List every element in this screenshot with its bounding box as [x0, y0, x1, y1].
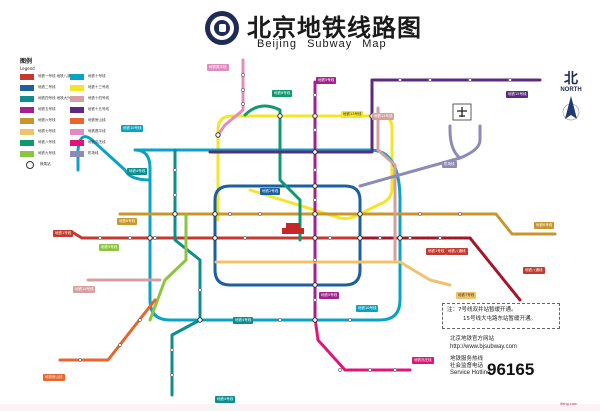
page-subtitle: Beijing Subway Map [257, 38, 387, 50]
footer-bar [0, 404, 600, 411]
legend-item: 地铁房山线 [70, 116, 106, 125]
line-badge: 地铁8号线 [272, 90, 293, 97]
notes-box: 注：7号线双井站暂缓开通。 15号线大屯路东站暂缓开通。 [442, 303, 560, 329]
line-badge: 地铁4号线 [233, 317, 254, 324]
line-badge: 机场线 [442, 161, 457, 168]
line-fangshan [58, 298, 157, 362]
line-badge: 地铁10号线 [356, 305, 379, 312]
north-compass: 北 NORTH [556, 72, 586, 125]
beijing-subway-logo-icon [205, 11, 239, 45]
legend-item: 地铁十三号线 [70, 83, 109, 92]
line-badge: 地铁2号线 [260, 188, 281, 195]
legend: 图例 Legend 地铁一号线 地铁八通线 地铁二号线 地铁四号线 地铁大兴线 … [20, 58, 110, 169]
hotline-info: 地铁服务热线 社会监督电话 Service Hotline [450, 356, 491, 376]
north-arrow-icon [562, 96, 580, 121]
line-badge: 地铁5号线 [319, 292, 340, 299]
legend-item: 地铁九号线 [20, 149, 56, 158]
line-badge: 地铁6号线 [117, 218, 138, 225]
line-7 [214, 260, 452, 287]
line-batong [358, 236, 522, 302]
line-8 [243, 104, 302, 242]
line-badge: 地铁房山线 [43, 374, 65, 381]
legend-item: 地铁八号线 [20, 138, 56, 147]
line-1 [70, 230, 362, 240]
legend-item: 地铁五号线 [20, 105, 56, 114]
line-13 [216, 114, 394, 222]
line-changping [216, 58, 245, 137]
legend-item-transfer: 换乘站 [26, 160, 51, 169]
line-badge: 地铁1号线 [426, 248, 447, 255]
line-4 [170, 148, 202, 397]
legend-item: 地铁四号线 地铁大兴线 [20, 94, 74, 103]
line-badge: 地铁14号线 [73, 286, 96, 293]
line-badge: 地铁八通线 [523, 267, 545, 274]
page-title: 北京地铁线路图 [247, 14, 422, 42]
legend-item: 地铁二号线 [20, 83, 56, 92]
legend-item: 地铁十号线 [70, 72, 106, 81]
line-badge: 地铁13号线 [341, 111, 364, 118]
map-header: 北京地铁线路图 Beijing Subway Map [205, 8, 421, 52]
website-info: 北京地铁官方网站 http://www.bjsubway.com [450, 336, 517, 351]
line-airport [358, 124, 482, 188]
line-badge: 地铁6号线 [534, 222, 555, 229]
legend-item: 地铁亦庄线 [70, 138, 106, 147]
line-badge: 地铁7号线 [456, 292, 477, 299]
legend-item: 地铁六号线 [20, 116, 56, 125]
legend-item: 地铁昌平线 [70, 127, 106, 136]
legend-title-en: Legend [20, 66, 35, 71]
line-badge: 地铁1号线 [53, 230, 74, 237]
line-badge: 地铁昌平线 [207, 64, 229, 71]
watermark: ifeng.com [560, 402, 578, 406]
line-9 [148, 213, 188, 322]
website-label: 北京地铁官方网站 [450, 336, 495, 342]
website-url: http://www.bjsubway.com [450, 344, 517, 350]
line-badge: 地铁亦庄线 [412, 357, 434, 364]
legend-item: 地铁一号线 地铁八通线 [20, 72, 74, 81]
line-badge: 地铁八通线 [446, 248, 468, 255]
line-badge: 地铁9号线 [99, 244, 120, 251]
note-line-1: 注：7号线双井站暂缓开通。 [447, 307, 517, 313]
line-15 [208, 78, 542, 154]
line-badge: 地铁4号线 [215, 396, 236, 403]
legend-item: 地铁七号线 [20, 127, 56, 136]
transfer-station-icon [26, 160, 34, 169]
line-badge: 地铁5号线 [316, 77, 337, 84]
line-badge: 地铁4号线 [127, 168, 148, 175]
legend-item: 地铁十四号线 [70, 94, 109, 103]
line-6 [118, 212, 557, 236]
line-2 [213, 184, 362, 287]
tiananmen-icon [282, 228, 304, 234]
legend-item: 机场线 [70, 149, 99, 158]
line-badge: 地铁10号线 [121, 125, 144, 132]
line-badge: 地铁14号线 [372, 113, 395, 120]
line-badge: 地铁15号线 [506, 91, 529, 98]
note-line-2: 15号线大屯路东站暂缓开通。 [463, 316, 536, 322]
legend-item: 地铁十五号线 [70, 105, 109, 114]
legend-title: 图例 [20, 58, 33, 65]
line-yizhuang [313, 316, 412, 372]
line-14-east [376, 106, 397, 262]
hotline-number: 96165 [487, 360, 535, 379]
